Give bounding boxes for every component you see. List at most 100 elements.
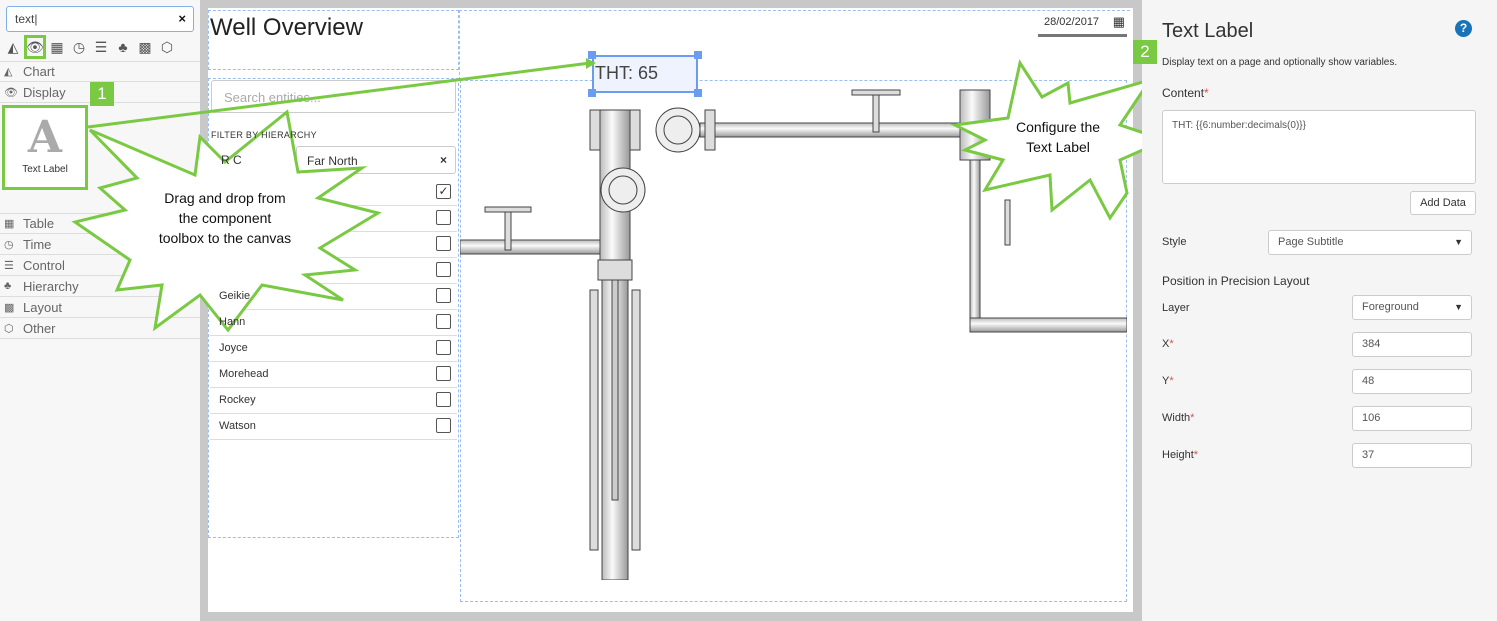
clock-icon[interactable]: ◷	[72, 39, 86, 55]
category-chart[interactable]: ◭ Chart	[0, 61, 200, 82]
resize-handle[interactable]	[588, 51, 596, 59]
entity-name: Joyce	[219, 342, 248, 354]
y-input[interactable]: 48	[1352, 369, 1472, 394]
entity-name: Watson	[219, 420, 256, 432]
callout-1-burst	[71, 109, 382, 333]
entity-checkbox[interactable]	[436, 262, 451, 277]
x-input[interactable]: 384	[1352, 332, 1472, 357]
category-hierarchy[interactable]: ♣Hierarchy	[0, 276, 200, 297]
required-marker: *	[1169, 338, 1174, 350]
style-select[interactable]: Page Subtitle▼	[1268, 230, 1472, 255]
filter-heading: FILTER BY HIERARCHY	[211, 130, 317, 140]
entity-checkbox[interactable]	[436, 418, 451, 433]
remove-chip-icon[interactable]: ×	[439, 153, 447, 167]
category-label: Table	[23, 216, 55, 231]
cube-icon: ⬡	[4, 322, 14, 335]
width-label: Width*	[1162, 412, 1194, 424]
sliders-icon[interactable]: ☰	[94, 39, 108, 55]
entity-checkbox[interactable]	[436, 340, 451, 355]
resize-handle[interactable]	[694, 89, 702, 97]
clear-search-icon[interactable]: ×	[178, 11, 186, 26]
dropdown-arrow-icon: ▼	[1454, 302, 1463, 312]
entity-row[interactable]: Geikie	[210, 284, 457, 310]
callout-1-text: Drag and drop from the component toolbox…	[130, 188, 320, 248]
entity-row[interactable]: Morehead	[210, 362, 457, 388]
entity-checkbox[interactable]: ✓	[436, 184, 451, 199]
sliders-icon: ☰	[4, 259, 14, 272]
label-text: Width	[1162, 412, 1191, 424]
entity-row[interactable]: Watson	[210, 414, 457, 440]
entity-checkbox[interactable]	[436, 210, 451, 225]
entity-checkbox[interactable]	[436, 288, 451, 303]
width-input[interactable]: 106	[1352, 406, 1472, 431]
tubing	[611, 279, 619, 501]
entity-row[interactable]: Joyce	[210, 336, 457, 362]
select-value: Foreground	[1362, 301, 1419, 313]
category-label: Hierarchy	[23, 278, 79, 294]
label-text: Content	[1162, 86, 1205, 100]
content-textarea[interactable]: THT: {{6:number:decimals(0)}}	[1162, 110, 1476, 184]
hierarchy-icon[interactable]: ♣	[118, 39, 128, 55]
layout-icon[interactable]: ▩	[138, 39, 152, 55]
hierarchy-chip-far-north[interactable]: Far North×	[296, 146, 456, 174]
entity-row[interactable]: Hann	[210, 310, 457, 336]
valve-handwheel	[484, 206, 532, 213]
outer-casing	[631, 289, 641, 551]
entity-name: Geikie	[219, 290, 251, 302]
callout-line: toolbox to the canvas	[158, 230, 292, 246]
text-label-glyph: A	[27, 112, 63, 163]
outlet-pipe	[969, 317, 1127, 333]
entity-checkbox[interactable]	[436, 392, 451, 407]
category-label: Time	[23, 236, 52, 252]
callout-line: Text Label	[1026, 139, 1090, 155]
category-other[interactable]: ⬡Other	[0, 318, 200, 339]
chart-icon[interactable]: ◭	[7, 39, 19, 55]
category-label: Display	[23, 84, 66, 100]
chart-icon: ◭	[4, 66, 13, 78]
properties-panel: Text Label ? 2 Display text on a page an…	[1133, 0, 1497, 621]
layer-label: Layer	[1162, 302, 1190, 314]
entity-row[interactable]	[210, 258, 457, 284]
entity-checkbox[interactable]	[436, 366, 451, 381]
style-label: Style	[1162, 236, 1187, 248]
category-control[interactable]: ☰Control	[0, 255, 200, 276]
entity-checkbox[interactable]	[436, 236, 451, 251]
eye-icon[interactable]: 👁	[24, 35, 46, 59]
category-layout[interactable]: ▩Layout	[0, 297, 200, 318]
well-diagram-region	[460, 80, 1127, 602]
clock-icon: ◷	[4, 238, 14, 251]
arrow-head	[586, 58, 596, 69]
text-label-selected[interactable]: THT: 65	[592, 55, 698, 93]
entity-name: Morehead	[219, 368, 269, 380]
height-label: Height*	[1162, 449, 1198, 461]
table-icon[interactable]: ▦	[50, 39, 64, 55]
callout-line: the component	[178, 210, 272, 226]
valve-handwheel	[1004, 199, 1011, 246]
eye-icon: 👁	[4, 86, 18, 99]
hierarchy-chip-partial[interactable]: R C	[221, 153, 242, 167]
layer-select[interactable]: Foreground ▼	[1352, 295, 1472, 320]
cube-icon[interactable]: ⬡	[160, 39, 174, 55]
flange	[589, 109, 601, 151]
step-2-badge: 2	[1133, 40, 1157, 64]
date-picker[interactable]: 28/02/2017▦	[1038, 12, 1127, 37]
date-region[interactable]	[459, 10, 1130, 80]
category-time[interactable]: ◷ Time	[0, 234, 200, 255]
calendar-icon[interactable]: ▦	[1112, 14, 1125, 29]
category-label: Chart	[23, 64, 55, 79]
position-heading: Position in Precision Layout	[1162, 274, 1310, 288]
entity-name: Hann	[219, 316, 246, 328]
entity-row[interactable]: Rockey	[210, 388, 457, 414]
resize-handle[interactable]	[588, 89, 596, 97]
entity-checkbox[interactable]	[436, 314, 451, 329]
title-region[interactable]	[208, 10, 459, 70]
height-input[interactable]: 37	[1352, 443, 1472, 468]
toolbox-search-input[interactable]: text|×	[6, 6, 194, 32]
add-data-button[interactable]: Add Data	[1410, 191, 1476, 215]
help-icon[interactable]: ?	[1455, 20, 1472, 37]
label-text: Height	[1162, 449, 1194, 461]
callout-line: Configure the	[1015, 119, 1101, 135]
resize-handle[interactable]	[694, 51, 702, 59]
